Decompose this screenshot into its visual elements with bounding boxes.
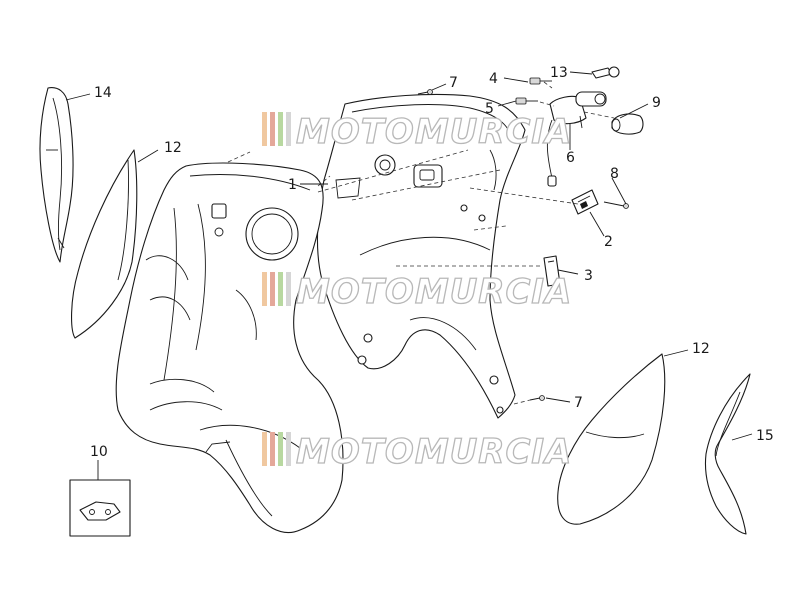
part-11-key (591, 66, 620, 79)
callout-7-bottom: 7 (574, 395, 583, 411)
callout-10: 10 (90, 444, 108, 460)
callout-2: 2 (604, 234, 613, 250)
part-13-right-side-panel (557, 353, 666, 525)
callout-11: 13 (550, 65, 568, 81)
callout-13: 12 (692, 341, 710, 357)
callout-15: 15 (756, 428, 774, 444)
callout-1: 1 (288, 177, 297, 193)
callout-8: 8 (610, 166, 619, 182)
callout-9: 9 (652, 95, 661, 111)
part-2-bracket (571, 189, 599, 215)
callout-3: 3 (584, 268, 593, 284)
leader-lines (65, 71, 753, 480)
part-1-leg-shield-front (115, 162, 344, 534)
callout-14: 14 (94, 85, 112, 101)
watermark-text: MOTOMURCIA (296, 432, 572, 472)
watermark-2: MOTOMURCIA (262, 271, 572, 313)
part-3-clip (543, 255, 561, 287)
part-8-screw (603, 201, 629, 209)
callouts: 14 12 1 7 4 5 13 9 6 8 2 3 7 12 15 10 (90, 65, 774, 460)
callout-4: 4 (489, 71, 498, 87)
watermark-1: MOTOMURCIA (262, 111, 572, 153)
part-1-inner-shield-rear (317, 93, 526, 419)
part-7-screw-bottom (529, 395, 545, 401)
part-7-screw-top (417, 89, 433, 95)
callout-7-top: 7 (449, 75, 458, 91)
part-14-left-trim-strip (39, 87, 74, 263)
watermark-3: MOTOMURCIA (262, 431, 572, 473)
watermark-text: MOTOMURCIA (296, 272, 572, 312)
callout-12: 12 (164, 140, 182, 156)
part-5-screw (515, 97, 538, 105)
part-6-ignition-lock (546, 91, 607, 187)
part-9-lock-cover (611, 113, 644, 135)
part-12-left-side-panel (71, 149, 138, 339)
watermark-text: MOTOMURCIA (296, 112, 572, 152)
part-4-screw (529, 77, 552, 85)
part-10-box (69, 479, 131, 537)
callout-5: 5 (485, 101, 494, 117)
callout-6: 6 (566, 150, 575, 166)
part-15-right-trim-strip (704, 373, 751, 535)
